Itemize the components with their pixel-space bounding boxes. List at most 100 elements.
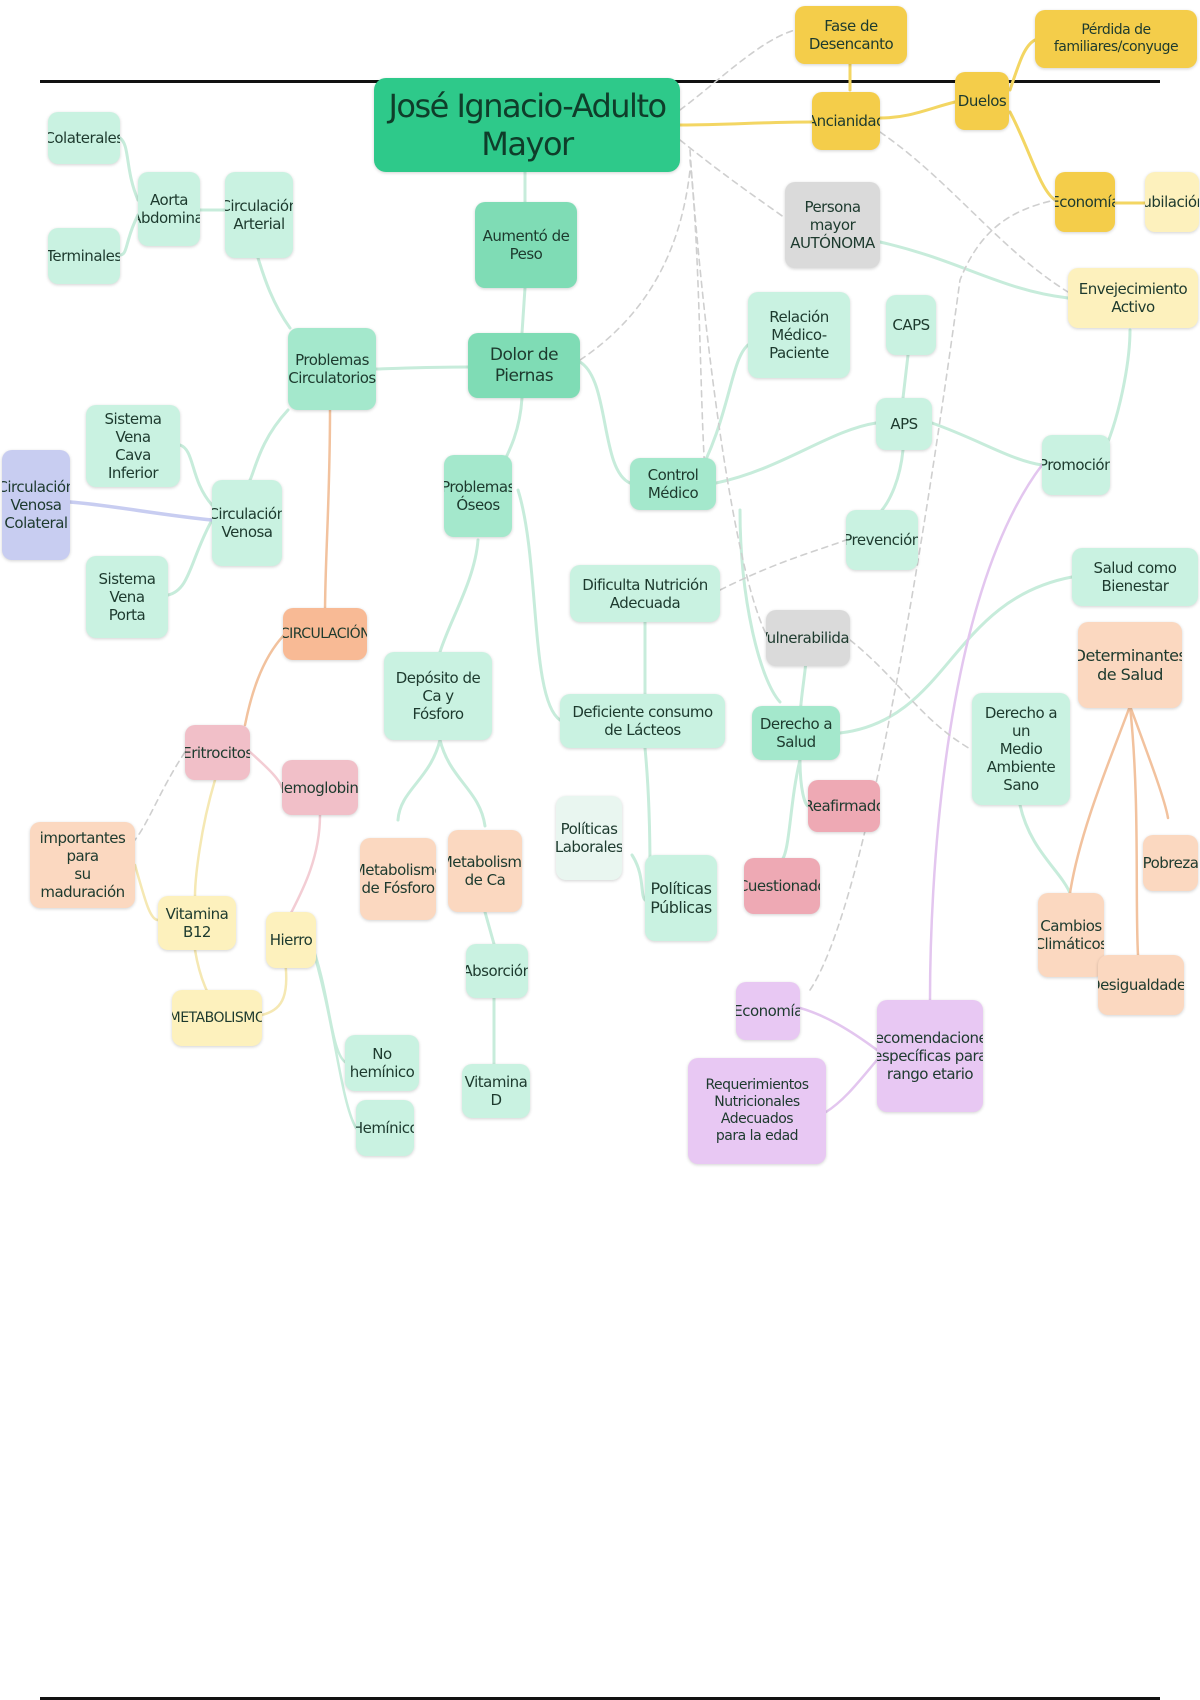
node-promocion[interactable]: Promoción [1042,435,1110,495]
node-control-medico[interactable]: Control Médico [630,458,716,510]
edge-laborales-publicas [630,853,647,902]
node-prevencion[interactable]: Prevención [846,510,918,570]
dash-dolor-root [579,169,691,361]
node-metabolismo-ca[interactable]: Metabolismo de Ca [448,830,522,912]
node-vitamina-b12[interactable]: Vitamina B12 [158,896,236,950]
node-economia-violet[interactable]: Economía [736,982,800,1040]
node-colaterales[interactable]: Colaterales [48,112,120,164]
node-duelos[interactable]: Duelos [955,72,1009,130]
node-dificulta-nutricion[interactable]: Dificulta Nutrición Adecuada [570,565,720,622]
node-problemas-oseos-label: Problemas Óseos [444,478,512,514]
node-politicas-laborales[interactable]: Políticas Laborales [556,796,622,880]
edge-determinantes-desigualdades [1128,704,1140,957]
node-sistema-vena-porta[interactable]: Sistema Vena Porta [86,556,168,638]
root-node[interactable]: José Ignacio-Adulto Mayor [374,78,680,172]
node-requerimientos[interactable]: Requerimientos Nutricionales Adecuados p… [688,1058,826,1164]
node-importantes-maduracion[interactable]: importantes para su maduración [30,822,135,908]
node-economia-violet-label: Economía [736,1002,800,1020]
node-circulacion-arterial[interactable]: Circulación Arterial [225,172,293,258]
node-vitamina-b12-label: Vitamina B12 [165,905,229,941]
node-terminales[interactable]: Terminales [48,228,120,284]
edge-derecho-reafirmado [798,758,810,808]
node-eritrocitos[interactable]: Eritrocitos [185,725,250,780]
node-persona-autonoma[interactable]: Persona mayor AUTÓNOMA [785,182,880,268]
edge-dolor-control [578,360,632,485]
node-cambios-climaticos[interactable]: Cambios Climáticos [1038,893,1104,977]
node-circulacion-venosa[interactable]: Circulación Venosa [212,480,282,566]
node-metabolismo-fosforo[interactable]: Metabolismo de Fósforo [360,838,436,920]
node-absorcion[interactable]: Absorción [466,944,528,998]
node-fase-desencanto[interactable]: Fase de Desencanto [795,6,907,64]
node-jubilacion[interactable]: Jubilación [1145,172,1199,232]
node-no-hemico-label: No hemínico [349,1045,415,1081]
node-dolor-piernas-label: Dolor de Piernas [489,345,559,386]
edge-hierro-metabolismo [260,958,288,1017]
edge-aps-promocion [930,421,1044,467]
dash-vulnerabilidad-medioambiente [849,639,973,751]
node-ancianidad[interactable]: Ancianidad [812,92,880,150]
node-aps-label: APS [890,415,918,433]
node-derecho-medio-ambiente[interactable]: Derecho a un Medio Ambiente Sano [972,693,1070,805]
node-economia-yellow[interactable]: Economía [1055,172,1115,232]
node-hemico-label: Hemínico [356,1119,414,1137]
edge-eritrocitos-hemoglobina [248,750,284,790]
dash-root-control [689,159,706,473]
node-derecho-salud[interactable]: Derecho a Salud [752,706,840,760]
edge-recomendaciones-promocion [928,463,1044,1002]
edge-circulacion-eritrocitos [243,632,287,727]
dash-ancianidad-envejecimiento [879,131,1069,293]
node-desigualdades-label: Desigualdades [1098,976,1184,994]
node-determinantes-salud[interactable]: Determinantes de Salud [1078,622,1182,708]
edge-ancianidad-duelos [878,100,957,120]
node-aumento-peso[interactable]: Aumentó de Peso [475,202,577,288]
node-caps[interactable]: CAPS [886,295,936,355]
node-reafirmado[interactable]: Reafirmado [808,780,880,832]
node-sistema-vena-cava[interactable]: Sistema Vena Cava Inferior [86,405,180,487]
edge-root-ancianidad [678,120,814,127]
node-vulnerabilidad[interactable]: Vulnerabilidad [766,610,850,666]
node-jubilacion-label: Jubilación [1145,193,1199,211]
node-vitamina-d[interactable]: Vitamina D [462,1064,530,1118]
node-problemas-circulatorios[interactable]: Problemas Circulatorios [288,328,376,410]
node-perdida-familiares[interactable]: Pérdida de familiares/conyuge [1035,10,1197,68]
node-metabolismo-caps[interactable]: METABOLISMO [172,990,262,1046]
node-politicas-laborales-label: Políticas Laborales [556,820,622,856]
node-problemas-oseos[interactable]: Problemas Óseos [444,455,512,537]
node-politicas-publicas[interactable]: Políticas Públicas [645,855,717,941]
node-salud-bienestar[interactable]: Salud como Bienestar [1072,548,1198,606]
node-cuestionado-label: Cuestionado [744,877,820,895]
node-cambios-climaticos-label: Cambios Climáticos [1038,917,1104,953]
node-no-hemico[interactable]: No hemínico [345,1035,419,1091]
node-dificulta-nutricion-label: Dificulta Nutrición Adecuada [582,575,708,612]
node-circulacion-venosa-colateral[interactable]: Circulación Venosa Colateral [2,450,70,560]
node-recomendaciones[interactable]: Recomendaciones específicas para rango e… [877,1000,983,1112]
edge-venosa-porta [166,518,214,597]
node-aps[interactable]: APS [876,398,932,450]
bottom-rule [40,1697,1160,1700]
node-desigualdades[interactable]: Desigualdades [1098,955,1184,1015]
node-envejecimiento-activo[interactable]: Envejecimiento Activo [1068,268,1198,328]
edge-medioambiente-cambios [1018,803,1072,895]
edge-determinantes-cambios [1068,704,1132,895]
node-deposito-ca-fosforo[interactable]: Depósito de Ca y Fósforo [384,652,492,740]
node-circulacion-arterial-label: Circulación Arterial [225,197,293,233]
node-hemoglobina[interactable]: Hemoglobina [282,760,358,815]
node-aorta-abdominal[interactable]: Aorta Abdominal [138,172,200,246]
node-circulacion-caps[interactable]: CIRCULACIÓN [283,608,367,660]
node-promocion-label: Promoción [1042,456,1110,474]
node-dolor-piernas[interactable]: Dolor de Piernas [468,333,580,398]
dash-eritrocitos-importantes [134,751,186,841]
node-deficiente-lacteos[interactable]: Deficiente consumo de Lácteos [560,694,725,748]
node-cuestionado[interactable]: Cuestionado [744,858,820,914]
node-hierro[interactable]: Hierro [266,912,316,968]
node-control-medico-label: Control Médico [647,466,699,502]
node-relacion-medico[interactable]: Relación Médico- Paciente [748,292,850,378]
node-hemico[interactable]: Hemínico [356,1100,414,1156]
node-pobreza[interactable]: Pobreza [1143,835,1198,891]
edge-aps-caps [901,353,910,400]
edge-aorta-colaterales [118,136,140,202]
node-perdida-familiares-label: Pérdida de familiares/conyuge [1053,22,1179,55]
edge-importantes-b12 [133,863,160,922]
